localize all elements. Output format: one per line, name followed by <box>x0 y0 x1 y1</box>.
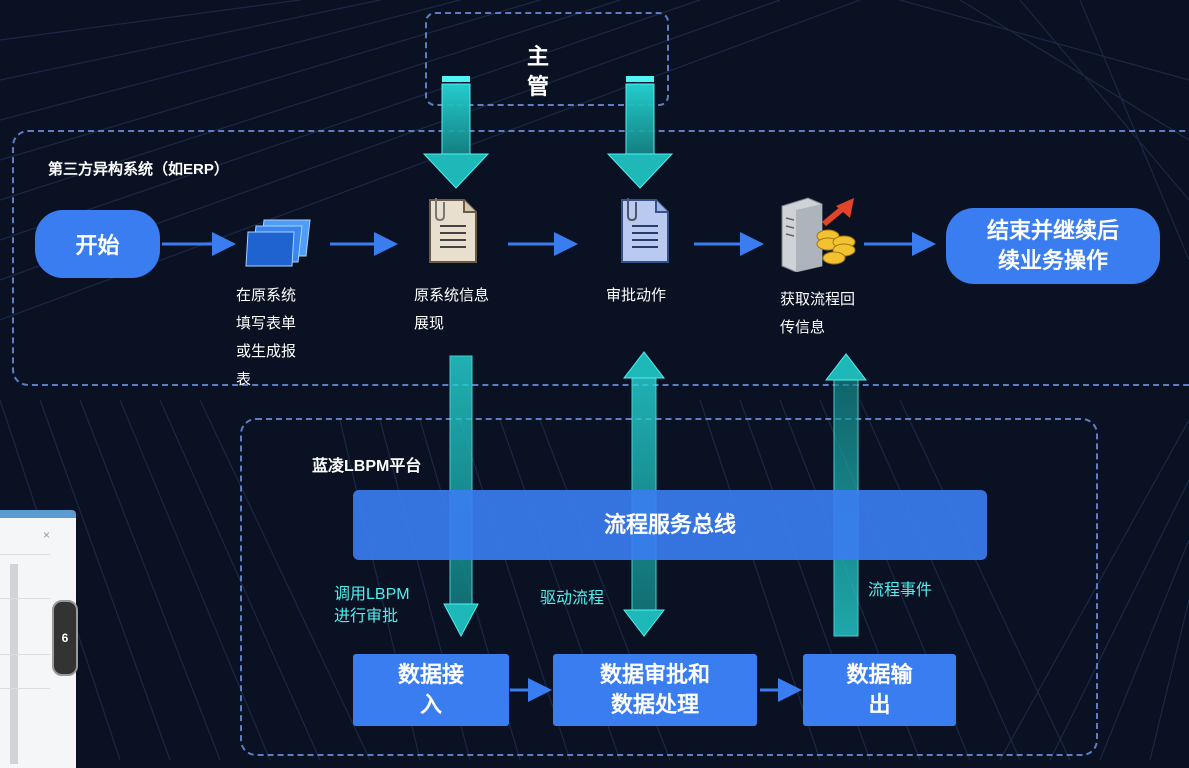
close-icon[interactable]: × <box>42 528 50 542</box>
lbpm-platform-box <box>240 418 1098 756</box>
page-badge: 6 <box>52 600 78 676</box>
server-coins-icon <box>781 197 856 272</box>
start-node: 开始 <box>35 210 160 278</box>
supervisor-arrow-left <box>422 76 490 189</box>
end-node: 结束并继续后 续业务操作 <box>946 208 1160 284</box>
approval-document-icon <box>621 198 669 263</box>
step-label-show-info: 原系统信息 展现 <box>414 287 490 332</box>
data-input-box: 数据接 入 <box>353 654 509 726</box>
stacked-forms-icon <box>245 219 311 267</box>
platform-title: 蓝凌LBPM平台 <box>312 458 422 475</box>
supervisor-box <box>425 12 669 106</box>
document-icon <box>429 198 477 263</box>
data-approval-box: 数据审批和 数据处理 <box>553 654 757 726</box>
process-service-bus: 流程服务总线 <box>353 490 987 560</box>
event-label: 流程事件 <box>868 582 933 599</box>
step-label-callback: 获取流程回 传信息 <box>780 291 856 336</box>
data-output-box: 数据输 出 <box>803 654 956 726</box>
third-party-system-box <box>12 130 1189 386</box>
step-label-approve: 审批动作 <box>606 287 667 304</box>
invoke-label: 调用LBPM 进行审批 <box>334 586 410 625</box>
step-label-fill-form: 在原系统 填写表单 或生成报 表 <box>236 287 297 388</box>
supervisor-label: 主 管 <box>526 44 549 99</box>
scrollbar[interactable] <box>10 564 18 764</box>
third-party-title: 第三方异构系统（如ERP） <box>48 161 229 178</box>
supervisor-arrow-right <box>606 76 674 189</box>
drive-label: 驱动流程 <box>540 590 605 607</box>
